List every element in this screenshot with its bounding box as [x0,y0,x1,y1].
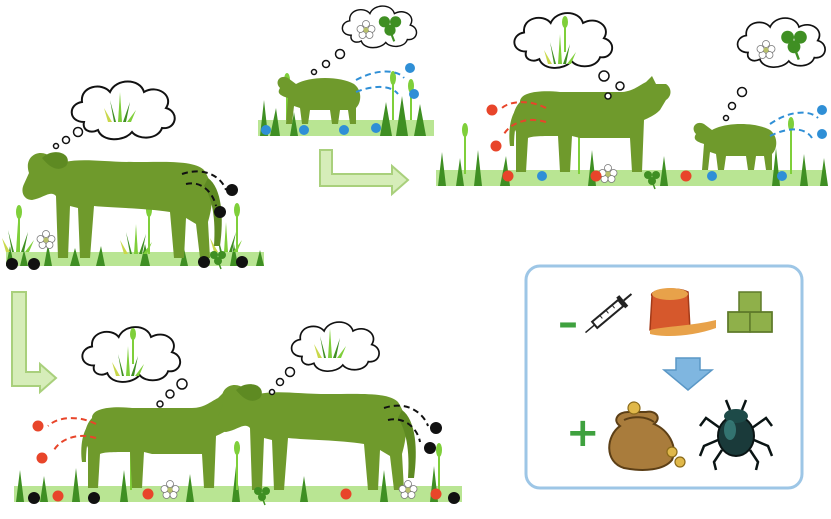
thought-bubble-cattle [82,327,187,407]
panel-sheep-alone [258,6,434,136]
flower-icon [161,481,179,499]
thought-bubble-sheep [724,18,826,120]
grass-tuft [120,224,152,254]
minus-sign: – [558,300,578,346]
thought-bubble [312,6,417,74]
thought-bubble [54,82,175,149]
sheep-silhouette [278,77,361,124]
thought-bubble-cattle [514,13,624,99]
panel-horse-alone [2,82,264,271]
panel-cattle-and-horse [14,322,462,505]
flower-icon [599,165,617,183]
plus-sign: + [566,410,600,456]
flower-icon [37,231,55,249]
l-arrow-to-cattle-sheep [320,150,408,194]
panel-cattle-and-sheep [436,13,828,189]
benefits-box: – + [526,266,802,488]
ground-strip [436,170,826,186]
dung-trajectory-blue [770,105,827,139]
cattle-silhouette [509,76,670,172]
horse-silhouette [216,384,415,490]
l-arrow-to-cattle-horse [12,292,56,392]
sheep-silhouette [694,123,777,170]
thought-bubble-horse [270,322,380,394]
